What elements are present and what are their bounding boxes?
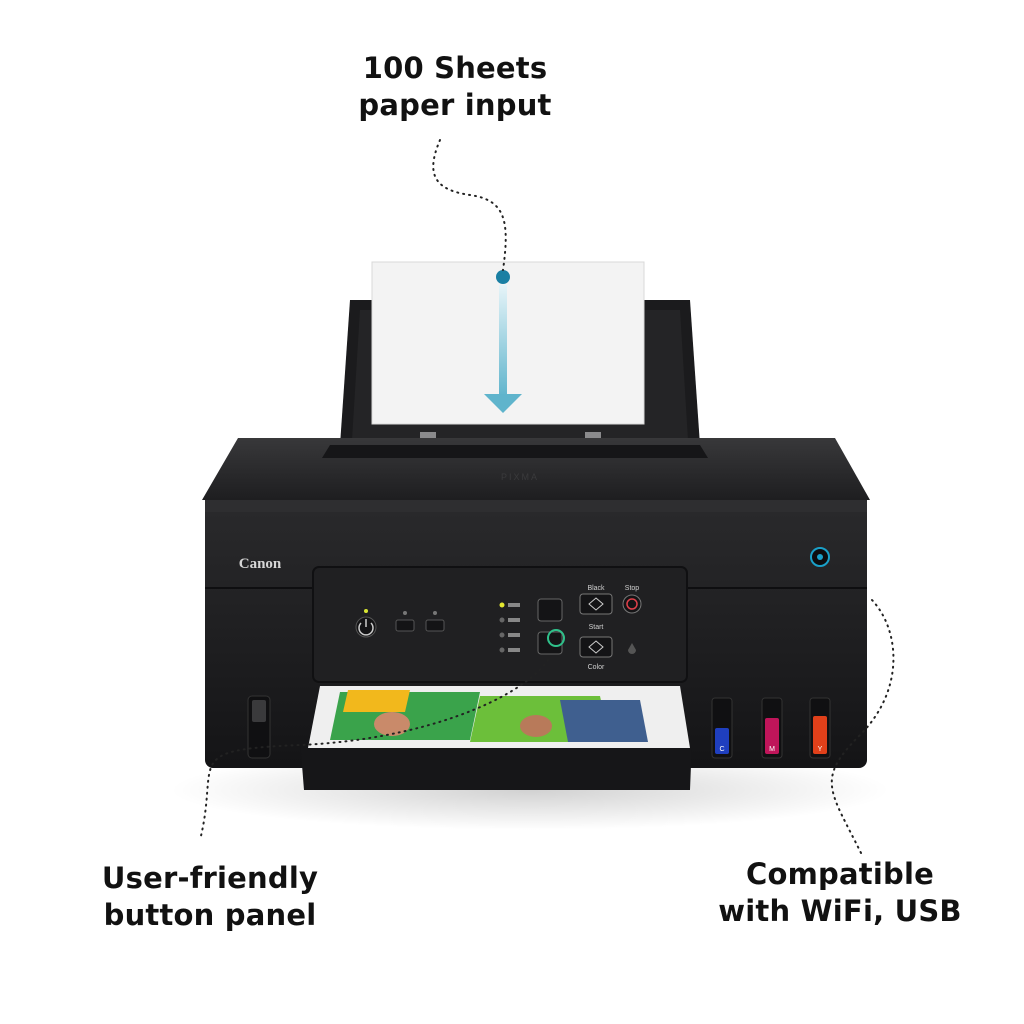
stop-button[interactable]: [622, 594, 642, 614]
callout-line: User-friendly: [101, 861, 319, 895]
status-led: [499, 647, 505, 653]
black-label: Black: [587, 585, 605, 592]
feed-arrow-shaft: [499, 285, 507, 397]
power-icon: [358, 622, 374, 636]
copy-mode-button[interactable]: [395, 619, 415, 632]
tank-label-y: Y: [818, 746, 823, 753]
tank-label-c: C: [719, 746, 724, 753]
diamond-icon: [588, 640, 604, 654]
callout-line-right: [830, 599, 895, 856]
callout-line: Compatible: [746, 857, 934, 891]
status-led: [499, 632, 505, 638]
callout-connectivity: Compatible with WiFi, USB: [700, 856, 980, 930]
ink-tanks: [711, 697, 831, 759]
callout-line-top: [432, 139, 507, 271]
callout-line: paper input: [358, 88, 552, 122]
select-button[interactable]: [537, 598, 563, 622]
start-label: Start: [589, 624, 604, 631]
callout-dot: [547, 629, 565, 647]
diamond-icon: [588, 597, 604, 611]
brand-logo: Canon: [239, 556, 282, 572]
power-led: [364, 609, 368, 613]
status-led: [499, 602, 505, 608]
color-label: Color: [588, 664, 605, 671]
tank-label-m: M: [769, 746, 775, 753]
black-start-button[interactable]: [579, 593, 613, 615]
color-start-button[interactable]: [579, 636, 613, 658]
stop-icon: [626, 598, 638, 610]
wireless-button[interactable]: [425, 619, 445, 632]
ink-drop-icon: [628, 643, 636, 654]
callout-paper-input: 100 Sheets paper input: [300, 50, 610, 124]
callout-line: 100 Sheets: [362, 51, 548, 85]
callout-dot: [496, 270, 510, 284]
output-tray: [300, 740, 692, 790]
callout-button-panel: User-friendly button panel: [80, 860, 340, 934]
copy-icon: [403, 611, 407, 615]
callout-line: button panel: [103, 898, 317, 932]
callout-line: with WiFi, USB: [718, 894, 962, 928]
feed-arrow-head: [484, 394, 522, 413]
stop-label: Stop: [625, 585, 640, 592]
status-led: [499, 617, 505, 623]
wifi-icon: [433, 611, 437, 615]
callout-line-left: [199, 659, 549, 841]
model-mark: PIXMA: [501, 472, 539, 482]
